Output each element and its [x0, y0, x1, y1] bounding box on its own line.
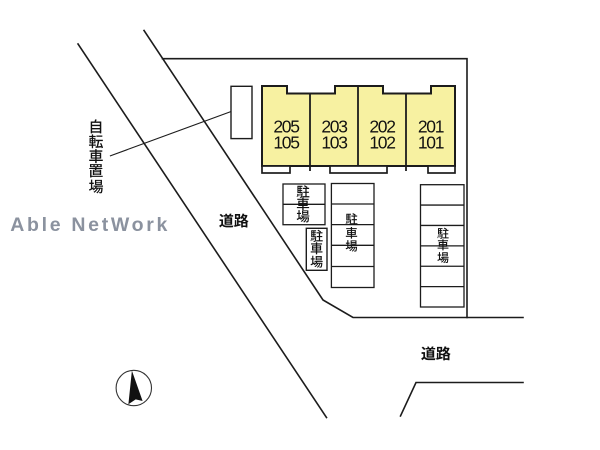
svg-text:Able NetWork: Able NetWork	[10, 214, 170, 236]
svg-text:205: 205	[273, 117, 299, 137]
svg-text:103: 103	[321, 133, 347, 153]
svg-text:201: 201	[418, 117, 444, 137]
svg-text:105: 105	[273, 133, 299, 153]
svg-text:102: 102	[369, 133, 395, 153]
svg-text:101: 101	[418, 133, 444, 153]
svg-text:203: 203	[321, 117, 347, 137]
svg-text:202: 202	[369, 117, 395, 137]
